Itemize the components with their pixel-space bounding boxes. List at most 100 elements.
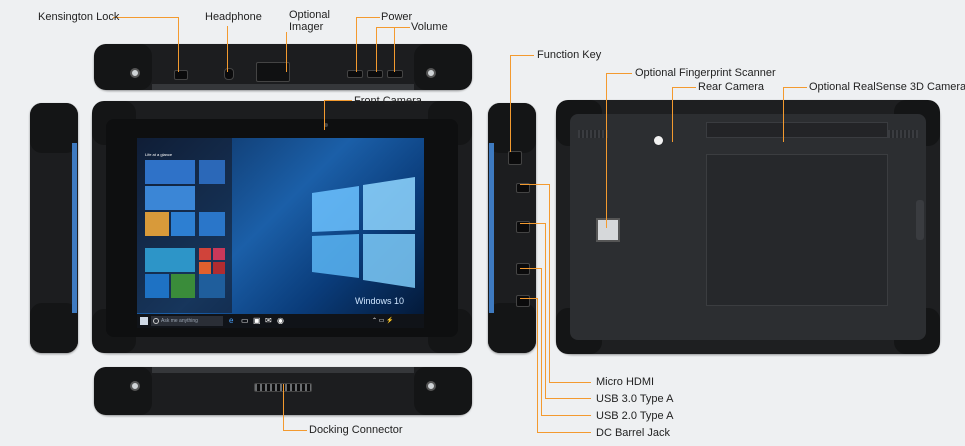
callout-line <box>783 87 784 142</box>
callout-line <box>520 298 538 299</box>
tile-people[interactable] <box>199 160 225 184</box>
skype-taskbar-icon[interactable]: ◉ <box>277 316 284 325</box>
rear-battery-cover <box>706 154 888 306</box>
callout-line <box>541 268 542 416</box>
callout-line <box>283 430 307 431</box>
callout-line <box>376 27 377 72</box>
label-volume: Volume <box>411 21 448 33</box>
screw-icon <box>130 68 140 78</box>
label-fingerprint-scanner: Optional Fingerprint Scanner <box>635 67 776 79</box>
tray-icons: ⌃ ▭ ⚡ <box>372 318 394 324</box>
callout-line <box>537 298 538 432</box>
callout-line <box>520 223 546 224</box>
function-key-button <box>508 151 522 165</box>
top-right-bumper <box>414 44 472 90</box>
callout-line <box>783 87 807 88</box>
tiles-caption: Life at a glance <box>145 152 173 157</box>
store-taskbar-icon[interactable]: ▣ <box>253 316 261 325</box>
label-micro-hdmi: Micro HDMI <box>596 376 655 388</box>
top-edge-strip <box>152 84 414 90</box>
rear-vent-left <box>578 130 608 138</box>
tile-red-4[interactable] <box>213 262 225 274</box>
bottom-right-bumper <box>414 367 472 415</box>
tile-store[interactable] <box>199 212 225 236</box>
rear-camera-icon <box>654 136 663 145</box>
top-left-bumper <box>94 44 152 90</box>
label-optional-imager-1: Optional <box>289 9 330 21</box>
callout-line <box>541 415 591 416</box>
bottom-left-bumper <box>94 367 152 415</box>
label-function-key: Function Key <box>537 49 602 61</box>
callout-line <box>510 55 534 56</box>
callout-line <box>545 398 591 399</box>
volume-down-button <box>367 70 383 78</box>
label-headphone: Headphone <box>205 11 262 23</box>
callout-line <box>356 17 380 18</box>
callout-line <box>283 384 284 430</box>
left-side-blue-edge <box>72 143 77 313</box>
explorer-taskbar-icon[interactable]: ▭ <box>241 316 249 325</box>
callout-line <box>286 32 287 72</box>
right-side-top-bumper <box>488 103 536 153</box>
start-button[interactable] <box>140 317 148 325</box>
callout-line <box>606 73 607 228</box>
label-docking-connector: Docking Connector <box>309 424 403 436</box>
callout-line <box>606 73 632 74</box>
mail-taskbar-icon[interactable]: ✉ <box>265 316 272 325</box>
tile-weather[interactable] <box>145 248 195 272</box>
taskbar-search-box[interactable]: Ask me anything <box>151 316 223 326</box>
cortana-icon <box>153 318 159 324</box>
label-optional-imager-2: Imager <box>289 21 324 33</box>
tile-sports[interactable] <box>171 274 195 298</box>
tile-red-1[interactable] <box>199 248 211 260</box>
label-kensington-lock: Kensington Lock <box>38 11 120 23</box>
edge-taskbar-icon[interactable]: e <box>229 316 234 325</box>
micro-hdmi-port <box>516 183 530 193</box>
volume-up-button <box>387 70 403 78</box>
callout-line <box>672 87 673 142</box>
tile-yammer[interactable] <box>145 274 169 298</box>
tile-red-2[interactable] <box>213 248 225 260</box>
callout-line <box>537 432 591 433</box>
callout-line <box>510 55 511 152</box>
callout-line <box>549 184 550 383</box>
power-button <box>347 70 363 78</box>
front-camera-icon <box>324 123 328 127</box>
kensington-lock-port <box>174 70 188 80</box>
label-power: Power <box>381 11 413 23</box>
callout-line <box>324 100 325 130</box>
screw-icon <box>426 68 436 78</box>
tile-mail[interactable] <box>145 160 195 184</box>
tile-news[interactable] <box>145 186 195 210</box>
callout-line <box>178 17 179 72</box>
callout-line <box>113 17 179 18</box>
callout-line <box>394 27 395 72</box>
callout-line <box>376 27 410 28</box>
tile-cortana[interactable] <box>199 274 225 298</box>
usb30-port <box>516 221 530 233</box>
screw-icon <box>426 381 436 391</box>
callout-line <box>520 268 542 269</box>
windows-wallpaper-logo <box>312 177 415 288</box>
callout-line <box>356 17 357 72</box>
realsense-camera-strip <box>706 122 888 138</box>
rear-vent-right <box>888 130 918 138</box>
callout-line <box>672 87 696 88</box>
screw-icon <box>130 381 140 391</box>
taskbar-search-placeholder: Ask me anything <box>161 318 198 324</box>
tablet-left-side-view <box>30 103 78 353</box>
callout-line <box>324 100 352 101</box>
label-usb20: USB 2.0 Type A <box>596 410 674 422</box>
label-front-camera: Front Camera <box>354 95 422 107</box>
tile-red-3[interactable] <box>199 262 211 274</box>
fingerprint-scanner <box>596 218 620 242</box>
tile-edge[interactable] <box>171 212 195 236</box>
right-side-bottom-bumper <box>488 303 536 353</box>
headphone-port <box>224 68 234 80</box>
tile-photos[interactable] <box>145 212 169 236</box>
dc-jack-port <box>516 295 530 307</box>
windows-10-watermark: Windows 10 <box>355 296 405 306</box>
callout-line <box>227 26 228 72</box>
label-dc-jack: DC Barrel Jack <box>596 427 670 439</box>
taskbar: Ask me anything e ▭ ▣ ✉ ◉ ⌃ ▭ ⚡ <box>137 314 424 328</box>
